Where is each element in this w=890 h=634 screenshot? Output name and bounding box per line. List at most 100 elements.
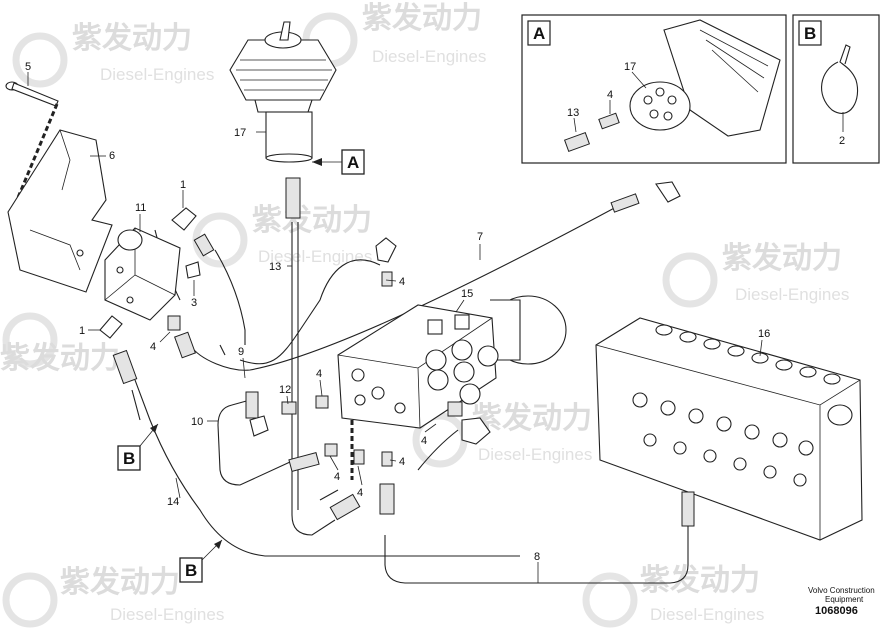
hose-14-start (131, 389, 141, 421)
inset-title-box (527, 20, 551, 46)
hose-right (417, 429, 459, 471)
block-port (394, 402, 406, 414)
part-16-control-valve (595, 317, 863, 541)
inset-view-a: A (521, 14, 787, 164)
block-edges (337, 317, 493, 429)
watermark-logo (582, 572, 638, 628)
leader-4f (329, 455, 339, 471)
callout-10: 10 (191, 416, 203, 428)
section-port (733, 457, 747, 471)
callout-17-inset: 17 (624, 61, 636, 73)
callout-11: 11 (135, 202, 146, 214)
fitting-4-mid (315, 395, 329, 409)
inset-b-title: B (804, 24, 816, 43)
ref-arrowhead (150, 424, 158, 433)
section-port (643, 433, 657, 447)
pin (649, 109, 659, 119)
spool-cap (703, 338, 721, 350)
watermark-brand-cn: 紫发动力 (640, 564, 760, 597)
section-port (772, 432, 788, 448)
inset-fitting-4 (598, 112, 620, 130)
hose-end-9 (245, 391, 259, 419)
callout-7: 7 (477, 231, 483, 243)
section-port (632, 392, 648, 408)
fitting-4-block-2 (381, 451, 393, 467)
watermark-brand-en: Diesel-Engines (372, 47, 486, 66)
part-6-bracket (7, 129, 113, 293)
watermark-brand-cn: 紫发动力 (0, 342, 120, 375)
callout-3: 3 (191, 297, 197, 309)
hose-stub (219, 344, 226, 356)
watermark-2: 紫发动力 Diesel-Engines (302, 2, 486, 68)
pin (667, 95, 677, 105)
leader-lines (27, 72, 763, 583)
center-fittings (245, 181, 681, 521)
part-17-joystick (229, 21, 337, 219)
leader-4d (424, 423, 437, 433)
watermark-brand-en: Diesel-Engines (110, 605, 224, 624)
section-port (793, 473, 807, 487)
port (116, 266, 124, 274)
callout-17: 17 (234, 127, 246, 139)
ref-arrowhead (312, 158, 322, 166)
view-ref-b-bottom: B (179, 539, 223, 583)
leader-14 (175, 477, 181, 499)
hose-8 (384, 525, 689, 584)
inset-hose-13 (563, 131, 591, 153)
joystick-connector (285, 177, 301, 219)
block-port (354, 394, 366, 406)
relief-valve (827, 404, 853, 426)
solenoid-coil (477, 345, 499, 367)
block-plug (454, 314, 470, 330)
ref-b-label: B (185, 561, 197, 580)
watermark-brand-cn: 紫发动力 (72, 22, 192, 55)
fitting-4-left (167, 315, 181, 331)
hose-13 (291, 222, 336, 536)
watermark-brand-en: Diesel-Engines (478, 445, 592, 464)
ref-box (341, 149, 365, 175)
fitting-4-low (324, 443, 338, 457)
callout-2: 2 (839, 135, 845, 147)
leader (631, 71, 647, 89)
watermark-brand-en: Diesel-Engines (100, 65, 214, 84)
watermark-brand-en: Diesel-Engines (258, 247, 372, 266)
joystick-lever (279, 21, 291, 41)
bracket-plate (7, 129, 113, 293)
callout-1-top: 1 (180, 179, 186, 191)
ref-box (179, 557, 203, 583)
callout-4-low: 4 (334, 471, 340, 483)
callout-4-block: 4 (399, 456, 405, 468)
hose-end-2 (112, 349, 138, 385)
elbow-fitting-2 (99, 315, 123, 339)
leader-9 (242, 357, 246, 379)
hose-10 (217, 399, 291, 486)
pin (663, 111, 673, 121)
spool-cap (799, 366, 817, 378)
ref-a-label: A (347, 153, 359, 172)
pin (643, 95, 653, 105)
port (126, 296, 134, 304)
elbow-fitting-1 (171, 207, 197, 231)
watermark-1: 紫发动力 Diesel-Engines (12, 22, 214, 88)
watermark-logo (2, 312, 58, 368)
watermark-5: 紫发动力 (0, 312, 120, 375)
leader-4e (389, 459, 397, 462)
hose-7 (189, 204, 621, 371)
solenoid-coil (425, 349, 447, 371)
valve-block-body (104, 227, 181, 321)
footer-maker-line2: Equipment (825, 595, 864, 604)
solenoid-coil (459, 383, 481, 405)
bracket-fold-2 (29, 229, 81, 271)
part-15-solenoid-block (337, 295, 567, 480)
accumulator-neck (490, 299, 521, 361)
inset-connector-plug (629, 81, 691, 131)
elbow-top (375, 237, 397, 263)
watermark-3: 紫发动力 Diesel-Engines (192, 204, 372, 268)
hose-end-7 (610, 193, 640, 213)
leader-4a (159, 331, 171, 343)
fitting-4-block (353, 449, 365, 465)
section-port (673, 441, 687, 455)
callout-9: 9 (238, 346, 244, 358)
